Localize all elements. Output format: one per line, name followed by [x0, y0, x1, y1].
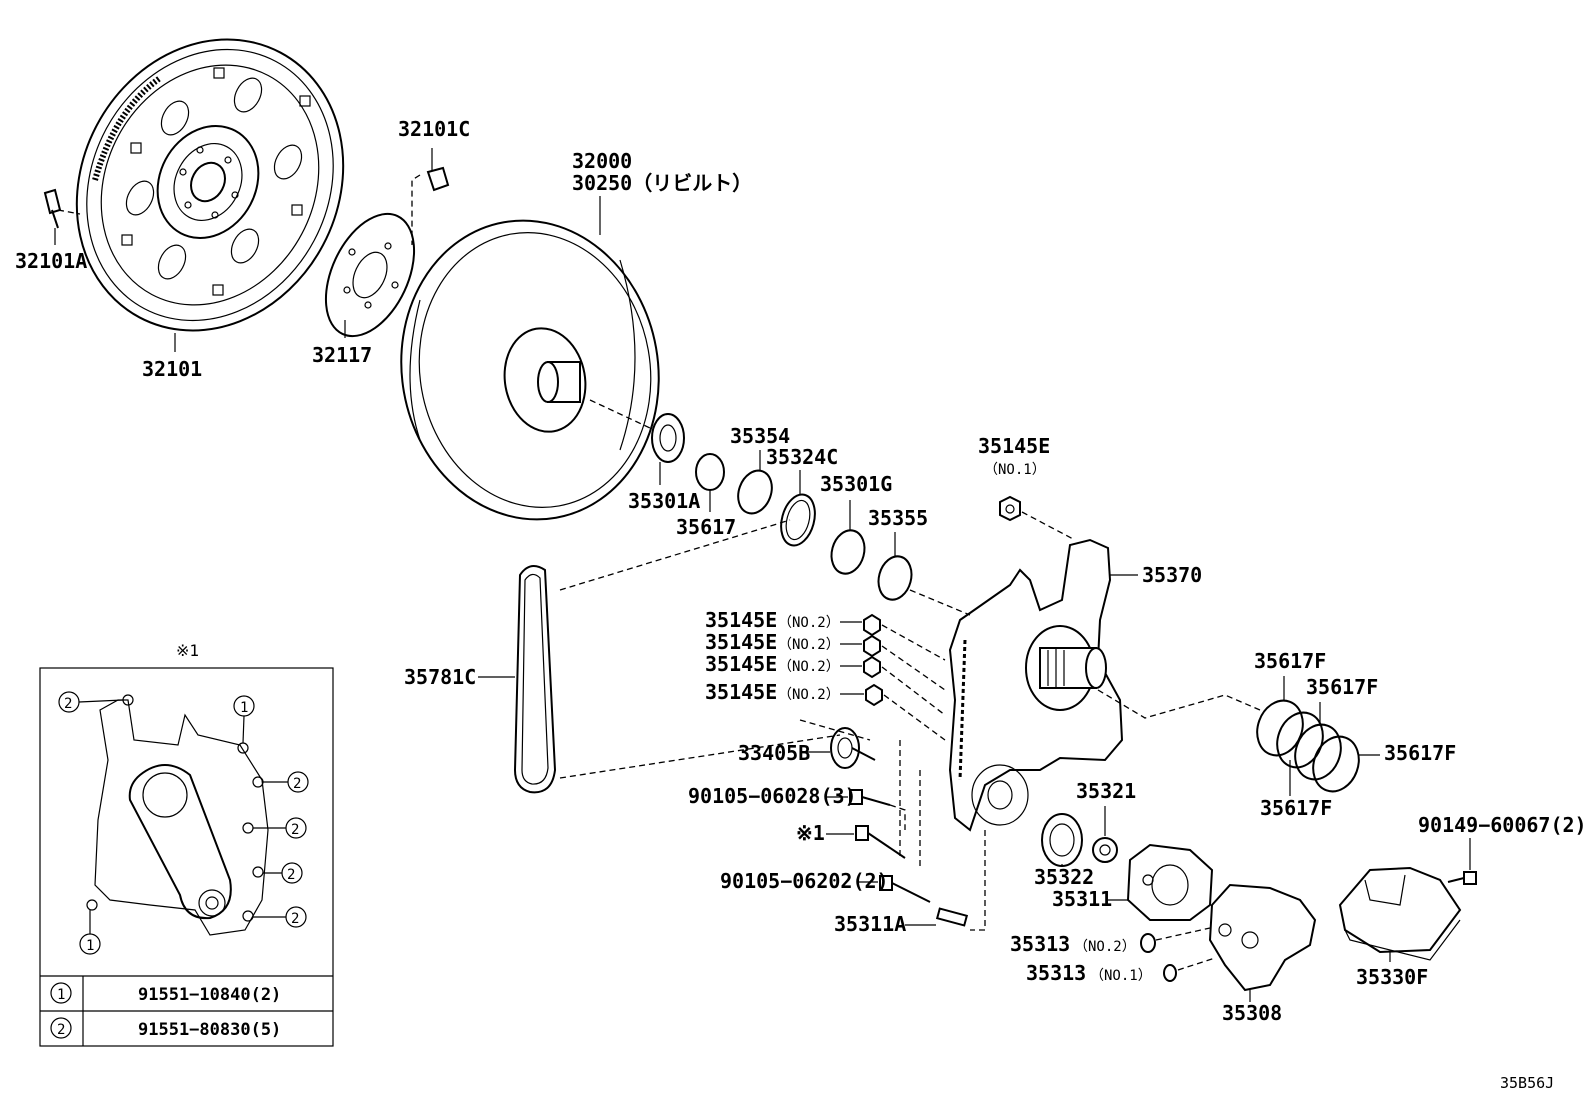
marker-1-bottom: 1 [79, 910, 101, 955]
label-32101C: 32101C [398, 117, 470, 141]
marker-1-top: 1 [233, 695, 255, 744]
pump-housing-35370 [948, 538, 1124, 832]
label-35313-no1: 35313 [1026, 961, 1086, 985]
torque-converter-32000 [400, 219, 660, 521]
label-35145E-d: 35145E [705, 680, 777, 704]
chain-35781C [513, 565, 557, 794]
marker-2-c: 2 [263, 862, 303, 884]
bolt-32101A [43, 188, 81, 229]
bearing-35301G [830, 529, 866, 575]
label-no2-d: （NO.2） [778, 687, 840, 703]
pump-body-35311 [1126, 843, 1214, 921]
label-35355: 35355 [868, 506, 928, 530]
marker-2-topleft: 2 [58, 691, 124, 713]
label-90105-06202: 90105−06202(2) [720, 869, 889, 893]
marker-2-d: 2 [253, 906, 307, 928]
label-30250: 30250（リビルト） [572, 171, 752, 195]
label-35311A: 35311A [834, 912, 906, 936]
nuts-35145E-no2 [863, 613, 946, 741]
label-35308: 35308 [1222, 1001, 1282, 1025]
legend-row-1: 1 91551−10840(2) [50, 982, 281, 1005]
marker-2-text-d: 2 [287, 867, 295, 883]
bolt-90105-06202 [879, 875, 931, 903]
marker-1-text-a: 1 [240, 700, 248, 716]
sprocket-33405B [830, 727, 876, 769]
label-32101: 32101 [142, 357, 202, 381]
strainer-35330F [1338, 866, 1462, 961]
legend-num-1: 1 [57, 987, 65, 1003]
label-35617: 35617 [676, 515, 736, 539]
legend-num-2: 2 [57, 1022, 65, 1038]
seal-35313-no2 [1140, 927, 1211, 953]
label-32000: 32000 [572, 149, 632, 173]
bolt-90149-60067 [1447, 838, 1477, 885]
label-no2-c: （NO.2） [778, 659, 840, 675]
label-35617F-c: 35617F [1384, 741, 1456, 765]
nut-35145E-no1 [999, 495, 1021, 522]
legend-part-1: 91551−10840(2) [138, 985, 281, 1005]
marker-2-text-e: 2 [291, 911, 299, 927]
seal-35313-no1 [1163, 957, 1216, 982]
bushing-35355 [877, 555, 913, 601]
bolt-32101C [411, 148, 450, 245]
drive-plate-32101 [75, 38, 345, 332]
label-35145E-c: 35145E [705, 652, 777, 676]
label-35324C: 35324C [766, 445, 838, 469]
pin-35311A [935, 907, 969, 927]
gear-35321 [1092, 837, 1118, 863]
marker-2-b: 2 [253, 817, 307, 839]
marker-2-text-c: 2 [291, 822, 299, 838]
label-35313-no2-sub: （NO.2） [1074, 939, 1136, 955]
label-35781C: 35781C [404, 665, 476, 689]
valve-body-35308 [1208, 883, 1317, 992]
label-no2-b: （NO.2） [778, 637, 840, 653]
inset-panel: ※1 2 1 2 [39, 641, 334, 1047]
gear-35322 [1041, 813, 1083, 867]
label-35617F-a: 35617F [1254, 649, 1326, 673]
label-90149-60067: 90149−60067(2) [1418, 813, 1587, 837]
clip-35354 [737, 469, 773, 515]
label-star1: ※1 [796, 821, 825, 845]
label-35145E-no1-sub: （NO.1） [984, 462, 1046, 478]
marker-1-text-b: 1 [86, 938, 94, 954]
label-35301G: 35301G [820, 472, 892, 496]
legend-row-2: 2 91551−80830(5) [50, 1017, 281, 1040]
label-35145E-a: 35145E [705, 608, 777, 632]
marker-2-text-b: 2 [293, 776, 301, 792]
label-35321: 35321 [1076, 779, 1136, 803]
label-35617F-b: 35617F [1306, 675, 1378, 699]
rings-35617F [1256, 699, 1360, 793]
label-35330F: 35330F [1356, 965, 1428, 989]
ring-35617 [695, 453, 725, 491]
plate-32117 [324, 212, 416, 338]
seal-35301A [651, 413, 685, 463]
label-35370: 35370 [1142, 563, 1202, 587]
label-35311: 35311 [1052, 887, 1112, 911]
marker-2-text-a: 2 [64, 696, 72, 712]
marker-2-a: 2 [263, 771, 309, 793]
label-35145E-no1: 35145E [978, 434, 1050, 458]
label-35617F-d: 35617F [1260, 796, 1332, 820]
label-35313-no2: 35313 [1010, 932, 1070, 956]
label-90105-06028: 90105−06028(3) [688, 784, 857, 808]
legend-part-2: 91551−80830(5) [138, 1020, 281, 1040]
label-32101A: 32101A [15, 249, 87, 273]
label-35301A: 35301A [628, 489, 700, 513]
label-32117: 32117 [312, 343, 372, 367]
label-no2-a: （NO.2） [778, 615, 840, 631]
label-35313-no1-sub: （NO.1） [1090, 968, 1152, 984]
diagram-id: 35B56J [1500, 1074, 1554, 1092]
gear-35324C [780, 493, 816, 547]
bolt-star1 [855, 825, 906, 859]
inset-title: ※1 [176, 641, 199, 660]
label-35322: 35322 [1034, 865, 1094, 889]
label-35145E-b: 35145E [705, 630, 777, 654]
label-33405B: 33405B [738, 741, 810, 765]
label-35354: 35354 [730, 424, 790, 448]
bolt-90105-06028 [849, 789, 906, 830]
